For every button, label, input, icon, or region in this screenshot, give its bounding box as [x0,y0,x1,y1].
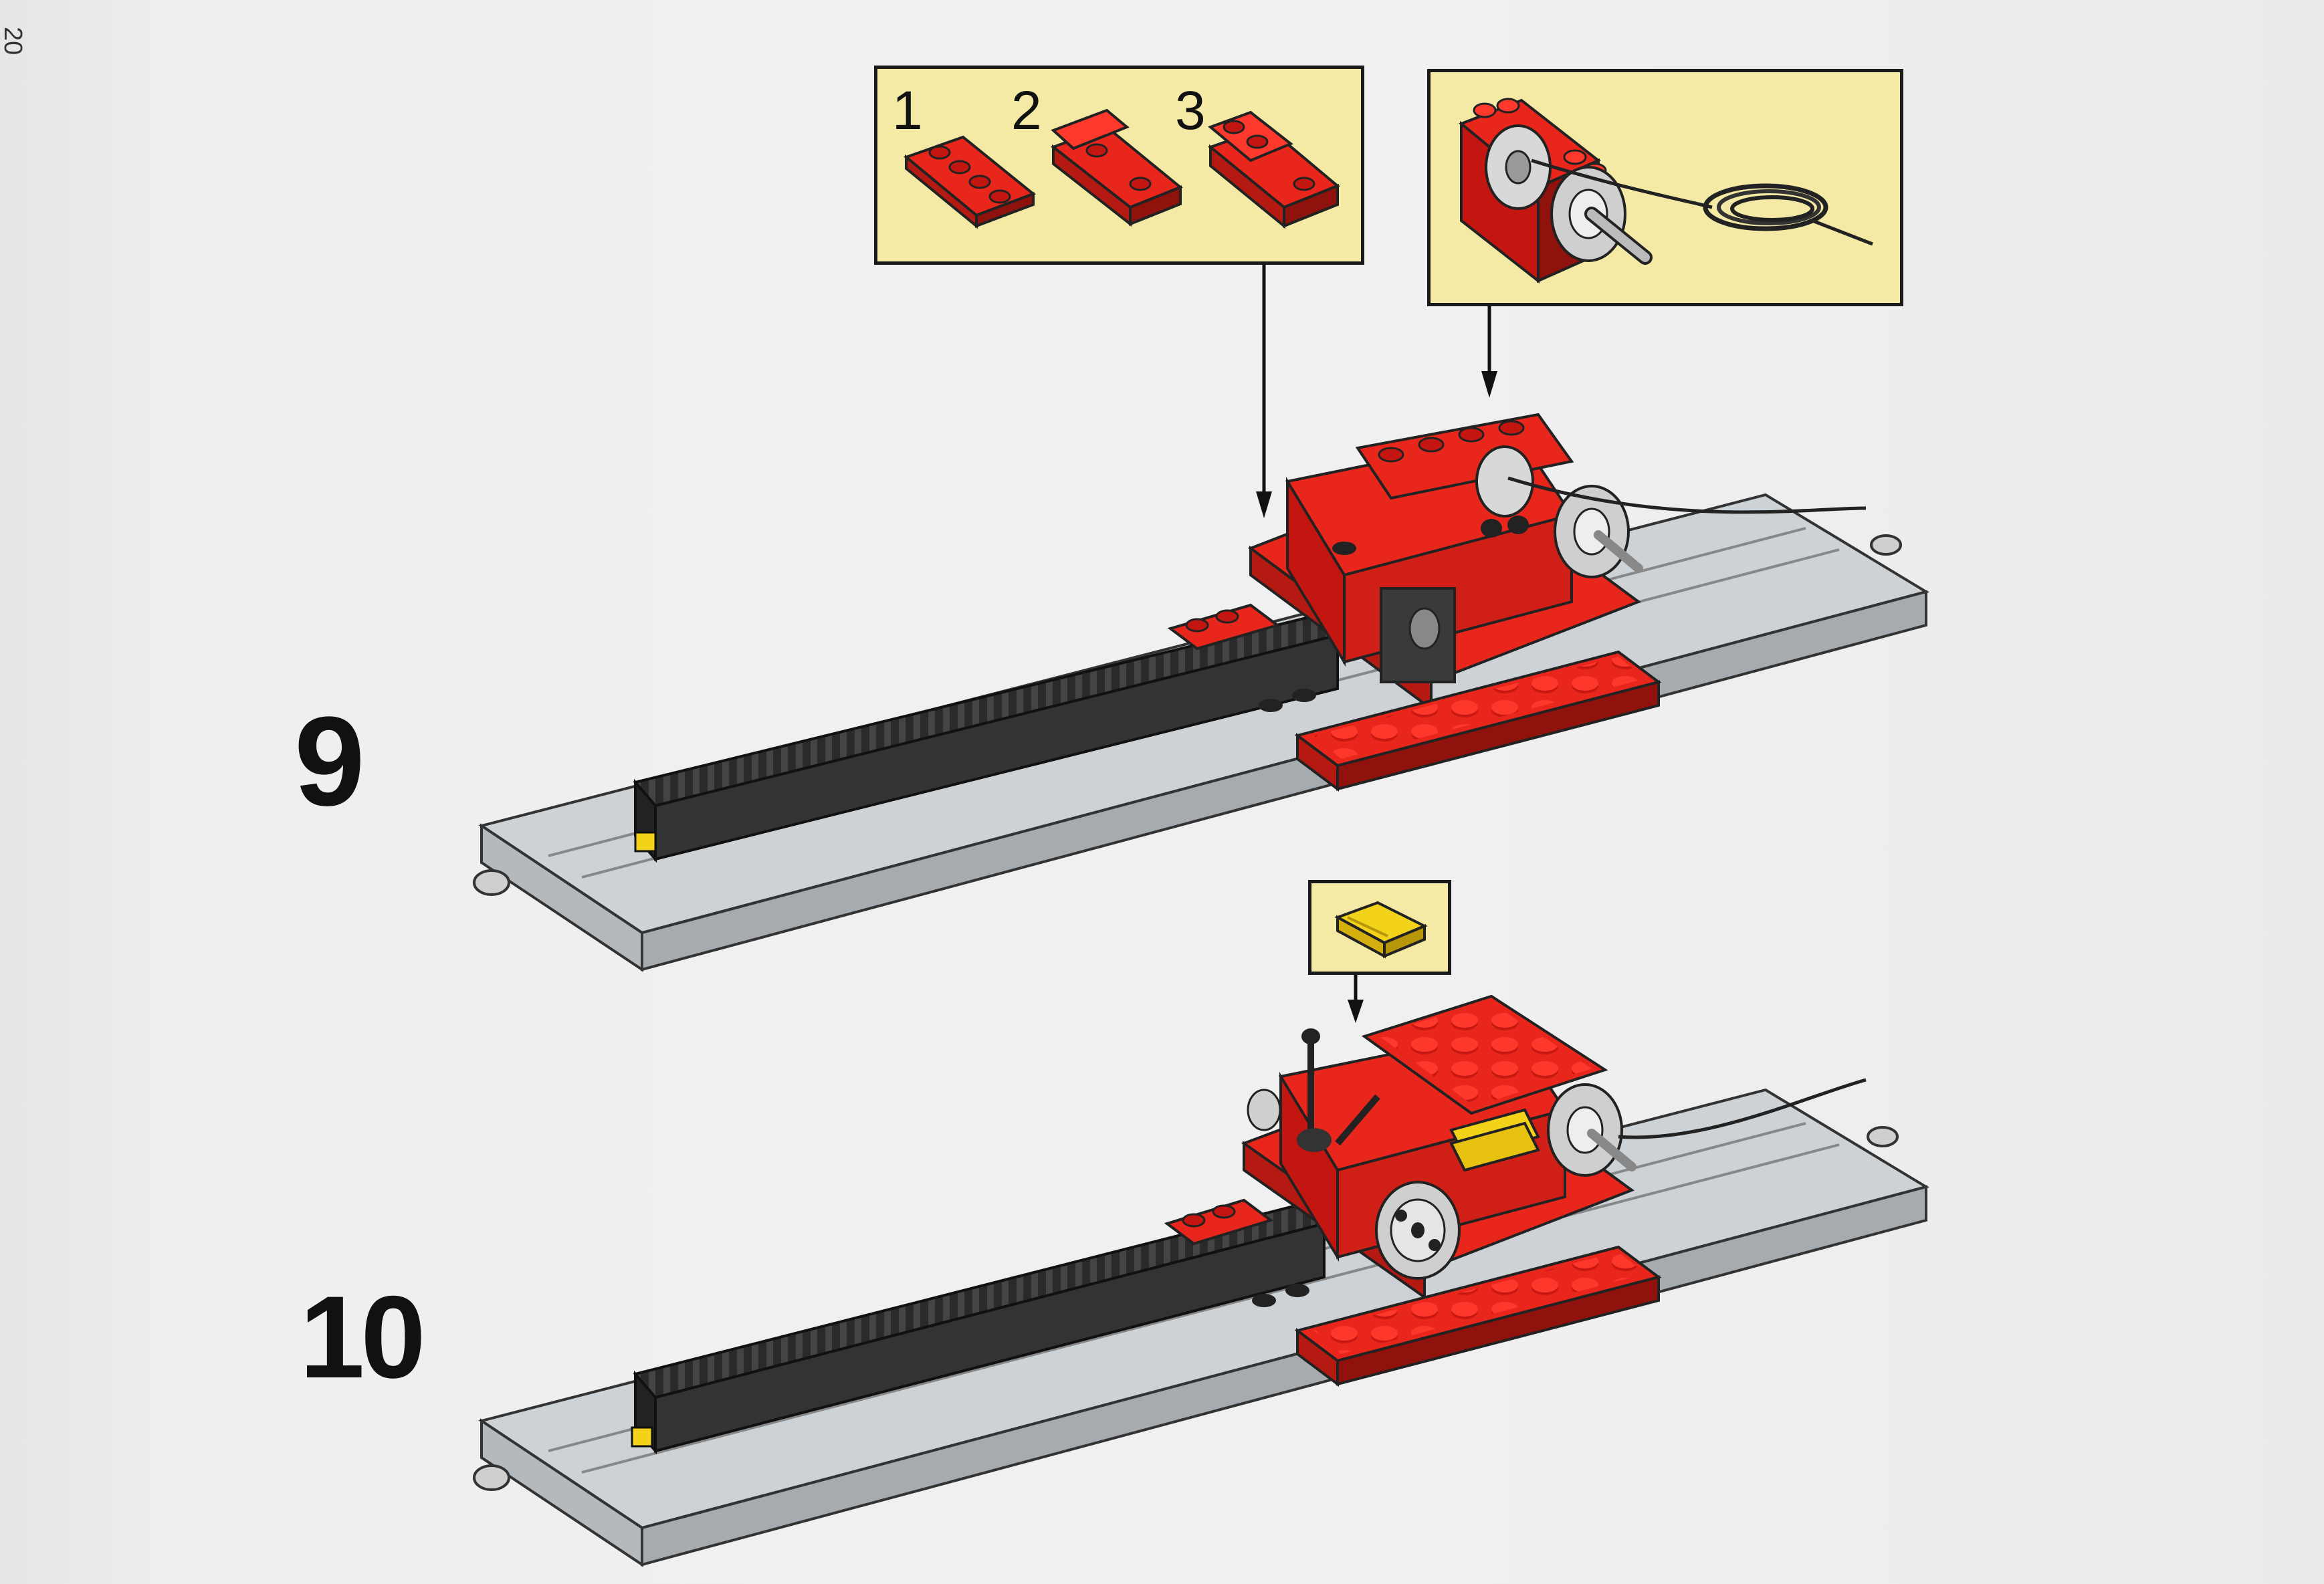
winch-assembly [1459,98,1873,284]
subassembly-label-2: 2 [1011,80,1042,141]
step-number-9: 9 [294,691,365,832]
arrows [1256,265,1497,1023]
subassembly-label-3: 3 [1175,80,1206,141]
step-9-model [473,413,1930,972]
subassembly-label-1: 1 [892,80,923,141]
step-number-10: 10 [300,1272,426,1403]
subassembly-step-1-bricks [904,135,1036,229]
subassembly-step-2-bricks [1050,108,1183,227]
yellow-tile-part [1334,901,1428,959]
subassembly-step-3-bricks [1207,110,1340,229]
step-10-model [473,994,1930,1567]
